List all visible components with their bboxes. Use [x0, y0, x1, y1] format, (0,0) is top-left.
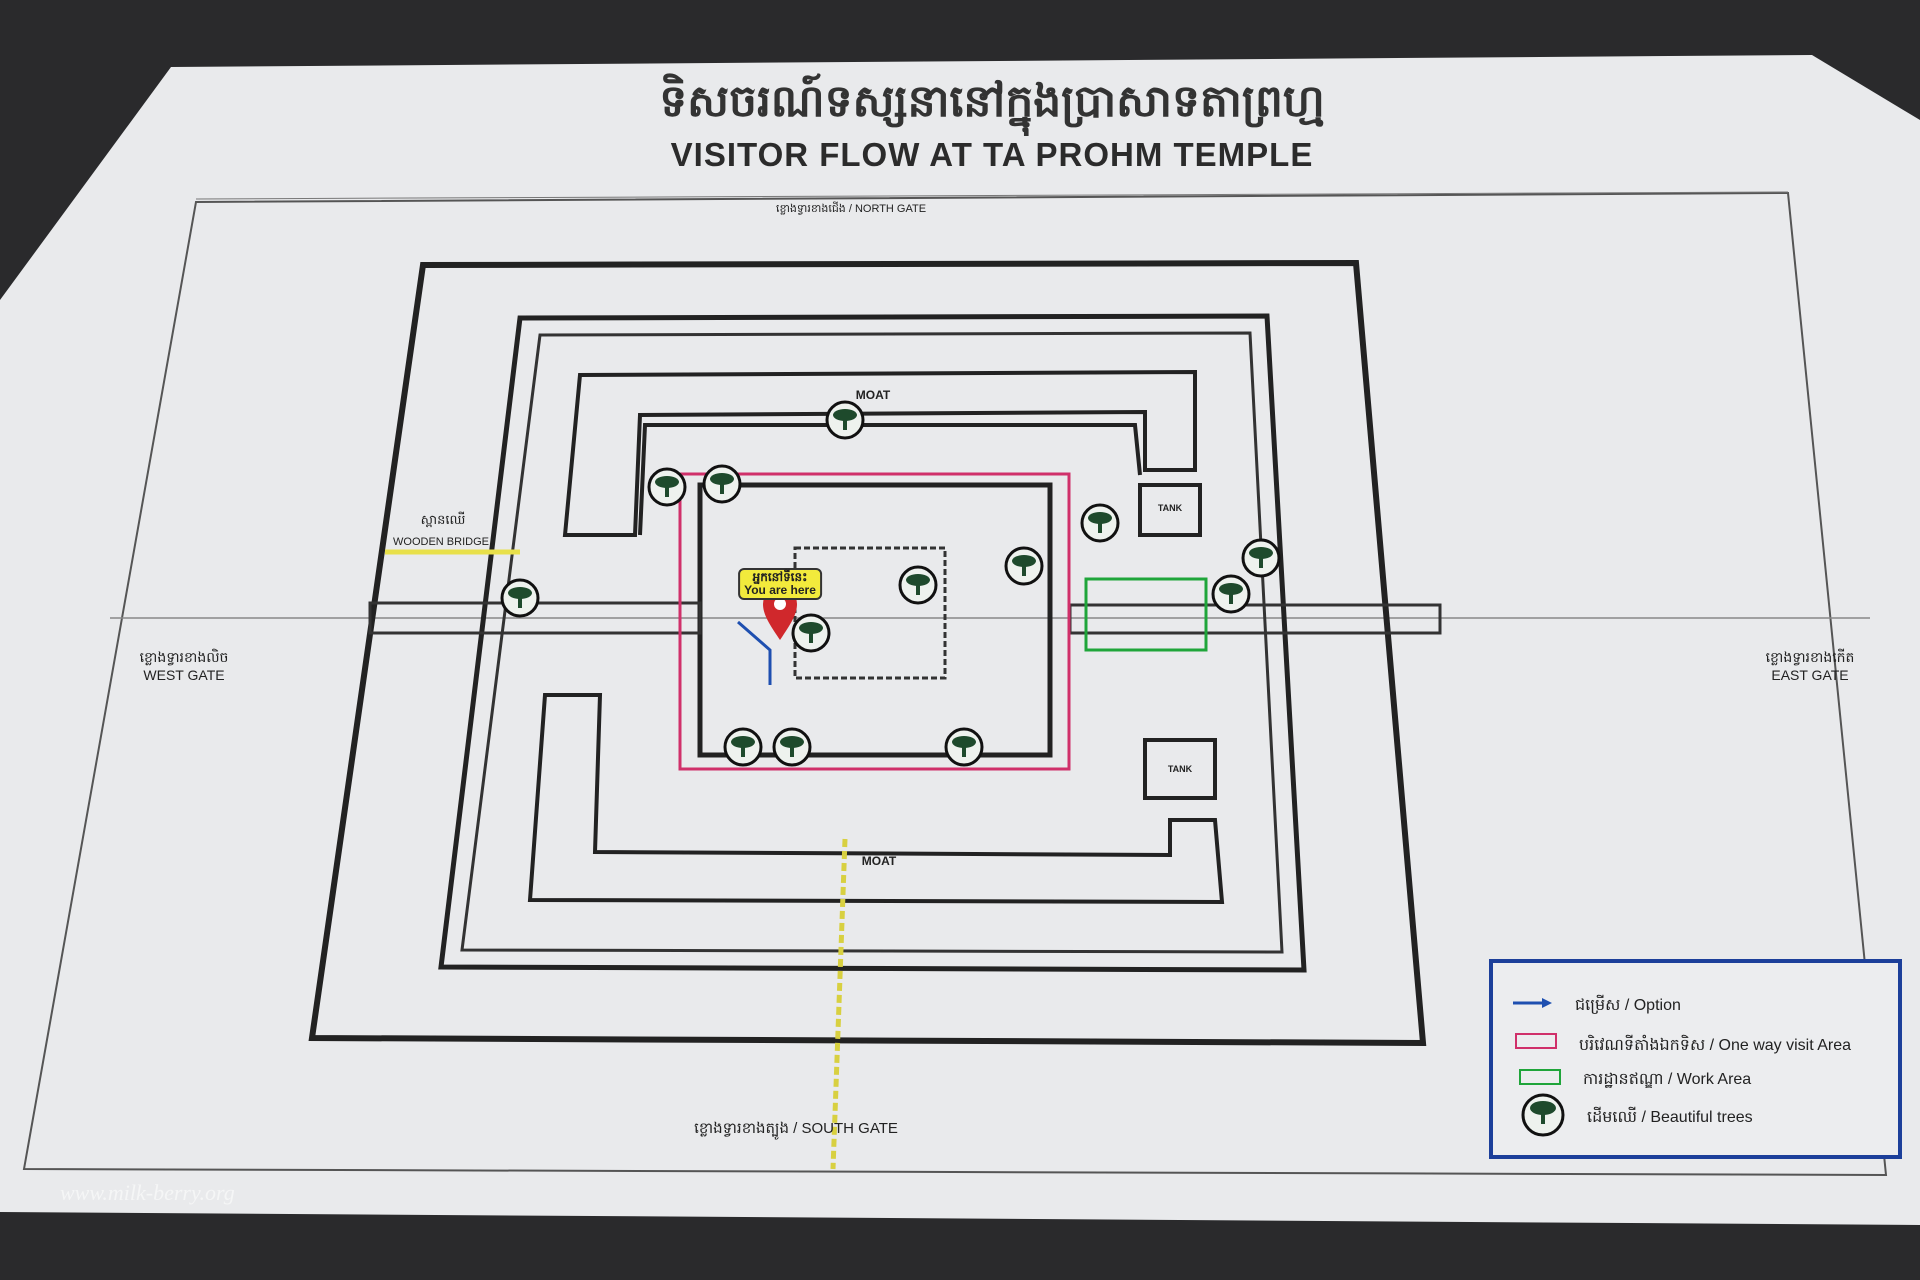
tree-icon: [647, 467, 687, 507]
east-gate-khmer: ខ្លោងទ្វារខាងកើត: [1765, 649, 1855, 665]
tank-south-label: TANK: [1167, 764, 1193, 774]
legend-work-area: ការដ្ឋានឥណ្ឌា / Work Area: [1583, 1071, 1752, 1088]
tree-markers: [500, 400, 1281, 767]
watermark: www.milk-berry.org: [60, 1180, 235, 1205]
legend-tree-icon: [1521, 1093, 1565, 1137]
you-are-here-khmer: អ្នកនៅទីនេះ: [752, 570, 808, 584]
legend-frame: [1489, 959, 1902, 1159]
tank-south: [1143, 738, 1217, 800]
title-khmer: ទិសចរណ៍ទស្សនានៅក្នុងប្រាសាទតាព្រហ្ម: [659, 76, 1325, 127]
tree-icon: [825, 400, 865, 440]
north-gate-label: ខ្លោងទ្វារខាងជើង / NORTH GATE: [775, 203, 927, 215]
legend: ជម្រើស / Option បរិវេណទីតាំងឯកទិស / One …: [1495, 966, 1895, 1152]
moat-south-label: MOAT: [861, 854, 897, 868]
you-are-here-badge: អ្នកនៅទីនេះ You are here: [738, 568, 822, 600]
middle-enclosure: [438, 313, 1307, 973]
east-gate-label: ខ្លោងទ្វារខាងកើត EAST GATE: [1766, 648, 1855, 684]
one-way-visit-area: [678, 472, 1071, 771]
tank-north: [1138, 483, 1202, 537]
legend-green-rect-icon: [1519, 1069, 1561, 1085]
legend-beautiful-trees: ដើមឈើ / Beautiful trees: [1587, 1109, 1753, 1126]
west-gate-khmer: ខ្លោងទ្វារខាងលិច: [139, 649, 229, 665]
south-gate-label: ខ្លោងទ្វារខាងត្បូង / SOUTH GATE: [694, 1120, 898, 1137]
tree-icon: [1080, 503, 1120, 543]
south-path: [830, 838, 848, 1170]
sign-board: [0, 55, 1920, 1225]
tree-icon: [702, 464, 742, 504]
legend-one-way-area: បរិវេណទីតាំងឯកទិស / One way visit Area: [1579, 1037, 1852, 1054]
tree-icon: [723, 727, 763, 767]
tree-icon: [898, 565, 938, 605]
legend-option: ជម្រើស / Option: [1575, 997, 1681, 1014]
east-gate-english: EAST GATE: [1771, 667, 1849, 683]
tree-icon: [500, 578, 540, 618]
north-gate-marker: [195, 191, 1789, 200]
tree-icon: [944, 727, 984, 767]
tree-icon: [1241, 538, 1281, 578]
moat-south: [527, 693, 1225, 905]
outer-wall: [308, 259, 1427, 1047]
west-gate-english: WEST GATE: [143, 667, 225, 683]
tank-north-label: TANK: [1157, 503, 1183, 513]
work-area: [1084, 577, 1208, 652]
west-gate-label: ខ្លោងទ្វារខាងលិច WEST GATE: [140, 648, 229, 684]
legend-arrow-head: [1542, 998, 1552, 1008]
option-arrow: [737, 620, 772, 685]
tree-icon: [1004, 546, 1044, 586]
location-pin-dot: [774, 598, 786, 610]
tree-icon: [791, 613, 831, 653]
wooden-bridge-label: WOODEN BRIDGE: [393, 536, 489, 548]
location-pin-icon: [763, 587, 797, 640]
title-english: VISITOR FLOW AT TA PROHM TEMPLE: [670, 136, 1314, 173]
moat-north-label: MOAT: [855, 388, 891, 402]
moat-north: [562, 369, 1197, 537]
wooden-bridge-khmer: ស្ពានឈើ: [420, 512, 466, 527]
gallery-enclosure: [460, 331, 1284, 954]
you-are-here-english: You are here: [744, 583, 816, 597]
outer-frame: [22, 191, 1888, 1177]
legend-pink-rect-icon: [1515, 1033, 1557, 1049]
tree-icon: [1211, 574, 1251, 614]
tree-icon: [772, 727, 812, 767]
